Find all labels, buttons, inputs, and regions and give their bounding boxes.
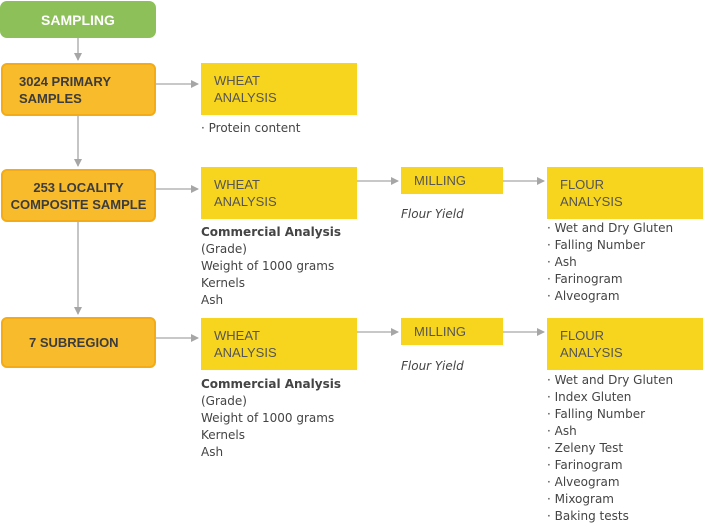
list-item: (Grade)	[201, 242, 247, 256]
list-item: · Farinogram	[547, 458, 623, 472]
flour-analysis-3-line1: FLOUR	[560, 328, 605, 343]
row2-wheat-notes: Commercial Analysis (Grade) Weight of 10…	[201, 224, 341, 309]
list-item: · Baking tests	[547, 509, 629, 523]
list-item: Kernels	[201, 276, 245, 290]
list-item: · Ash	[547, 255, 577, 269]
list-item: · Mixogram	[547, 492, 614, 506]
milling-label-2: MILLING	[414, 173, 467, 188]
row2-milling-note: Flour Yield	[401, 207, 464, 221]
list-item: · Protein content	[201, 121, 301, 135]
row1-wheat-notes: · Protein content	[201, 120, 300, 137]
row3-wheat-notes: Commercial Analysis (Grade) Weight of 10…	[201, 376, 341, 461]
list-item: Weight of 1000 grams	[201, 259, 335, 273]
wheat-analysis-2-line1: WHEAT	[214, 177, 260, 192]
wheat-analysis-box-2: WHEAT ANALYSIS	[201, 167, 357, 219]
locality-label-line2: COMPOSITE SAMPLE	[10, 196, 147, 212]
flour-analysis-2-line2: ANALYSIS	[560, 194, 623, 209]
row3-milling-note: Flour Yield	[401, 359, 464, 373]
list-item: · Falling Number	[547, 238, 646, 252]
primary-label-line1: 3024 PRIMARY	[19, 73, 111, 89]
locality-composite-node: 253 LOCALITY COMPOSITE SAMPLE	[1, 169, 156, 222]
list-item: · Falling Number	[547, 407, 646, 421]
wheat-analysis-1-line1: WHEAT	[214, 73, 260, 88]
list-item: Kernels	[201, 428, 245, 442]
milling-label-3: MILLING	[414, 324, 467, 339]
primary-samples-node: 3024 PRIMARY SAMPLES	[1, 63, 156, 116]
list-item: · Wet and Dry Gluten	[547, 221, 674, 235]
wheat-analysis-2-line2: ANALYSIS	[214, 194, 277, 209]
list-item: Weight of 1000 grams	[201, 411, 335, 425]
row2-flour-notes: · Wet and Dry Gluten · Falling Number · …	[547, 220, 673, 305]
list-item: · Farinogram	[547, 272, 623, 286]
list-item: · Index Gluten	[547, 390, 632, 404]
milling-box-3: MILLING	[401, 318, 503, 345]
list-item: · Alveogram	[547, 475, 620, 489]
subregion-label: 7 SUBREGION	[29, 335, 119, 350]
list-item: Ash	[201, 293, 224, 307]
sampling-node: SAMPLING	[0, 1, 156, 38]
milling-box-2: MILLING	[401, 167, 503, 194]
subregion-node: 7 SUBREGION	[1, 317, 156, 368]
list-item: · Ash	[547, 424, 577, 438]
list-item: · Zeleny Test	[547, 441, 624, 455]
list-item: (Grade)	[201, 394, 247, 408]
flour-analysis-3-line2: ANALYSIS	[560, 345, 623, 360]
commercial-analysis-title: Commercial Analysis	[201, 225, 341, 239]
wheat-analysis-box-1: WHEAT ANALYSIS	[201, 63, 357, 115]
wheat-analysis-box-3: WHEAT ANALYSIS	[201, 318, 357, 370]
sampling-label: SAMPLING	[41, 11, 115, 28]
row3-flour-notes: · Wet and Dry Gluten · Index Gluten · Fa…	[547, 372, 673, 525]
flour-analysis-box-3: FLOUR ANALYSIS	[547, 318, 703, 370]
wheat-analysis-1-line2: ANALYSIS	[214, 90, 277, 105]
flour-analysis-2-line1: FLOUR	[560, 177, 605, 192]
wheat-analysis-3-line1: WHEAT	[214, 328, 260, 343]
list-item: · Alveogram	[547, 289, 620, 303]
locality-label-line1: 253 LOCALITY	[33, 179, 124, 195]
commercial-analysis-title: Commercial Analysis	[201, 377, 341, 391]
flour-analysis-box-2: FLOUR ANALYSIS	[547, 167, 703, 219]
wheat-analysis-3-line2: ANALYSIS	[214, 345, 277, 360]
primary-label-line2: SAMPLES	[19, 90, 82, 106]
list-item: Ash	[201, 445, 224, 459]
list-item: · Wet and Dry Gluten	[547, 373, 674, 387]
